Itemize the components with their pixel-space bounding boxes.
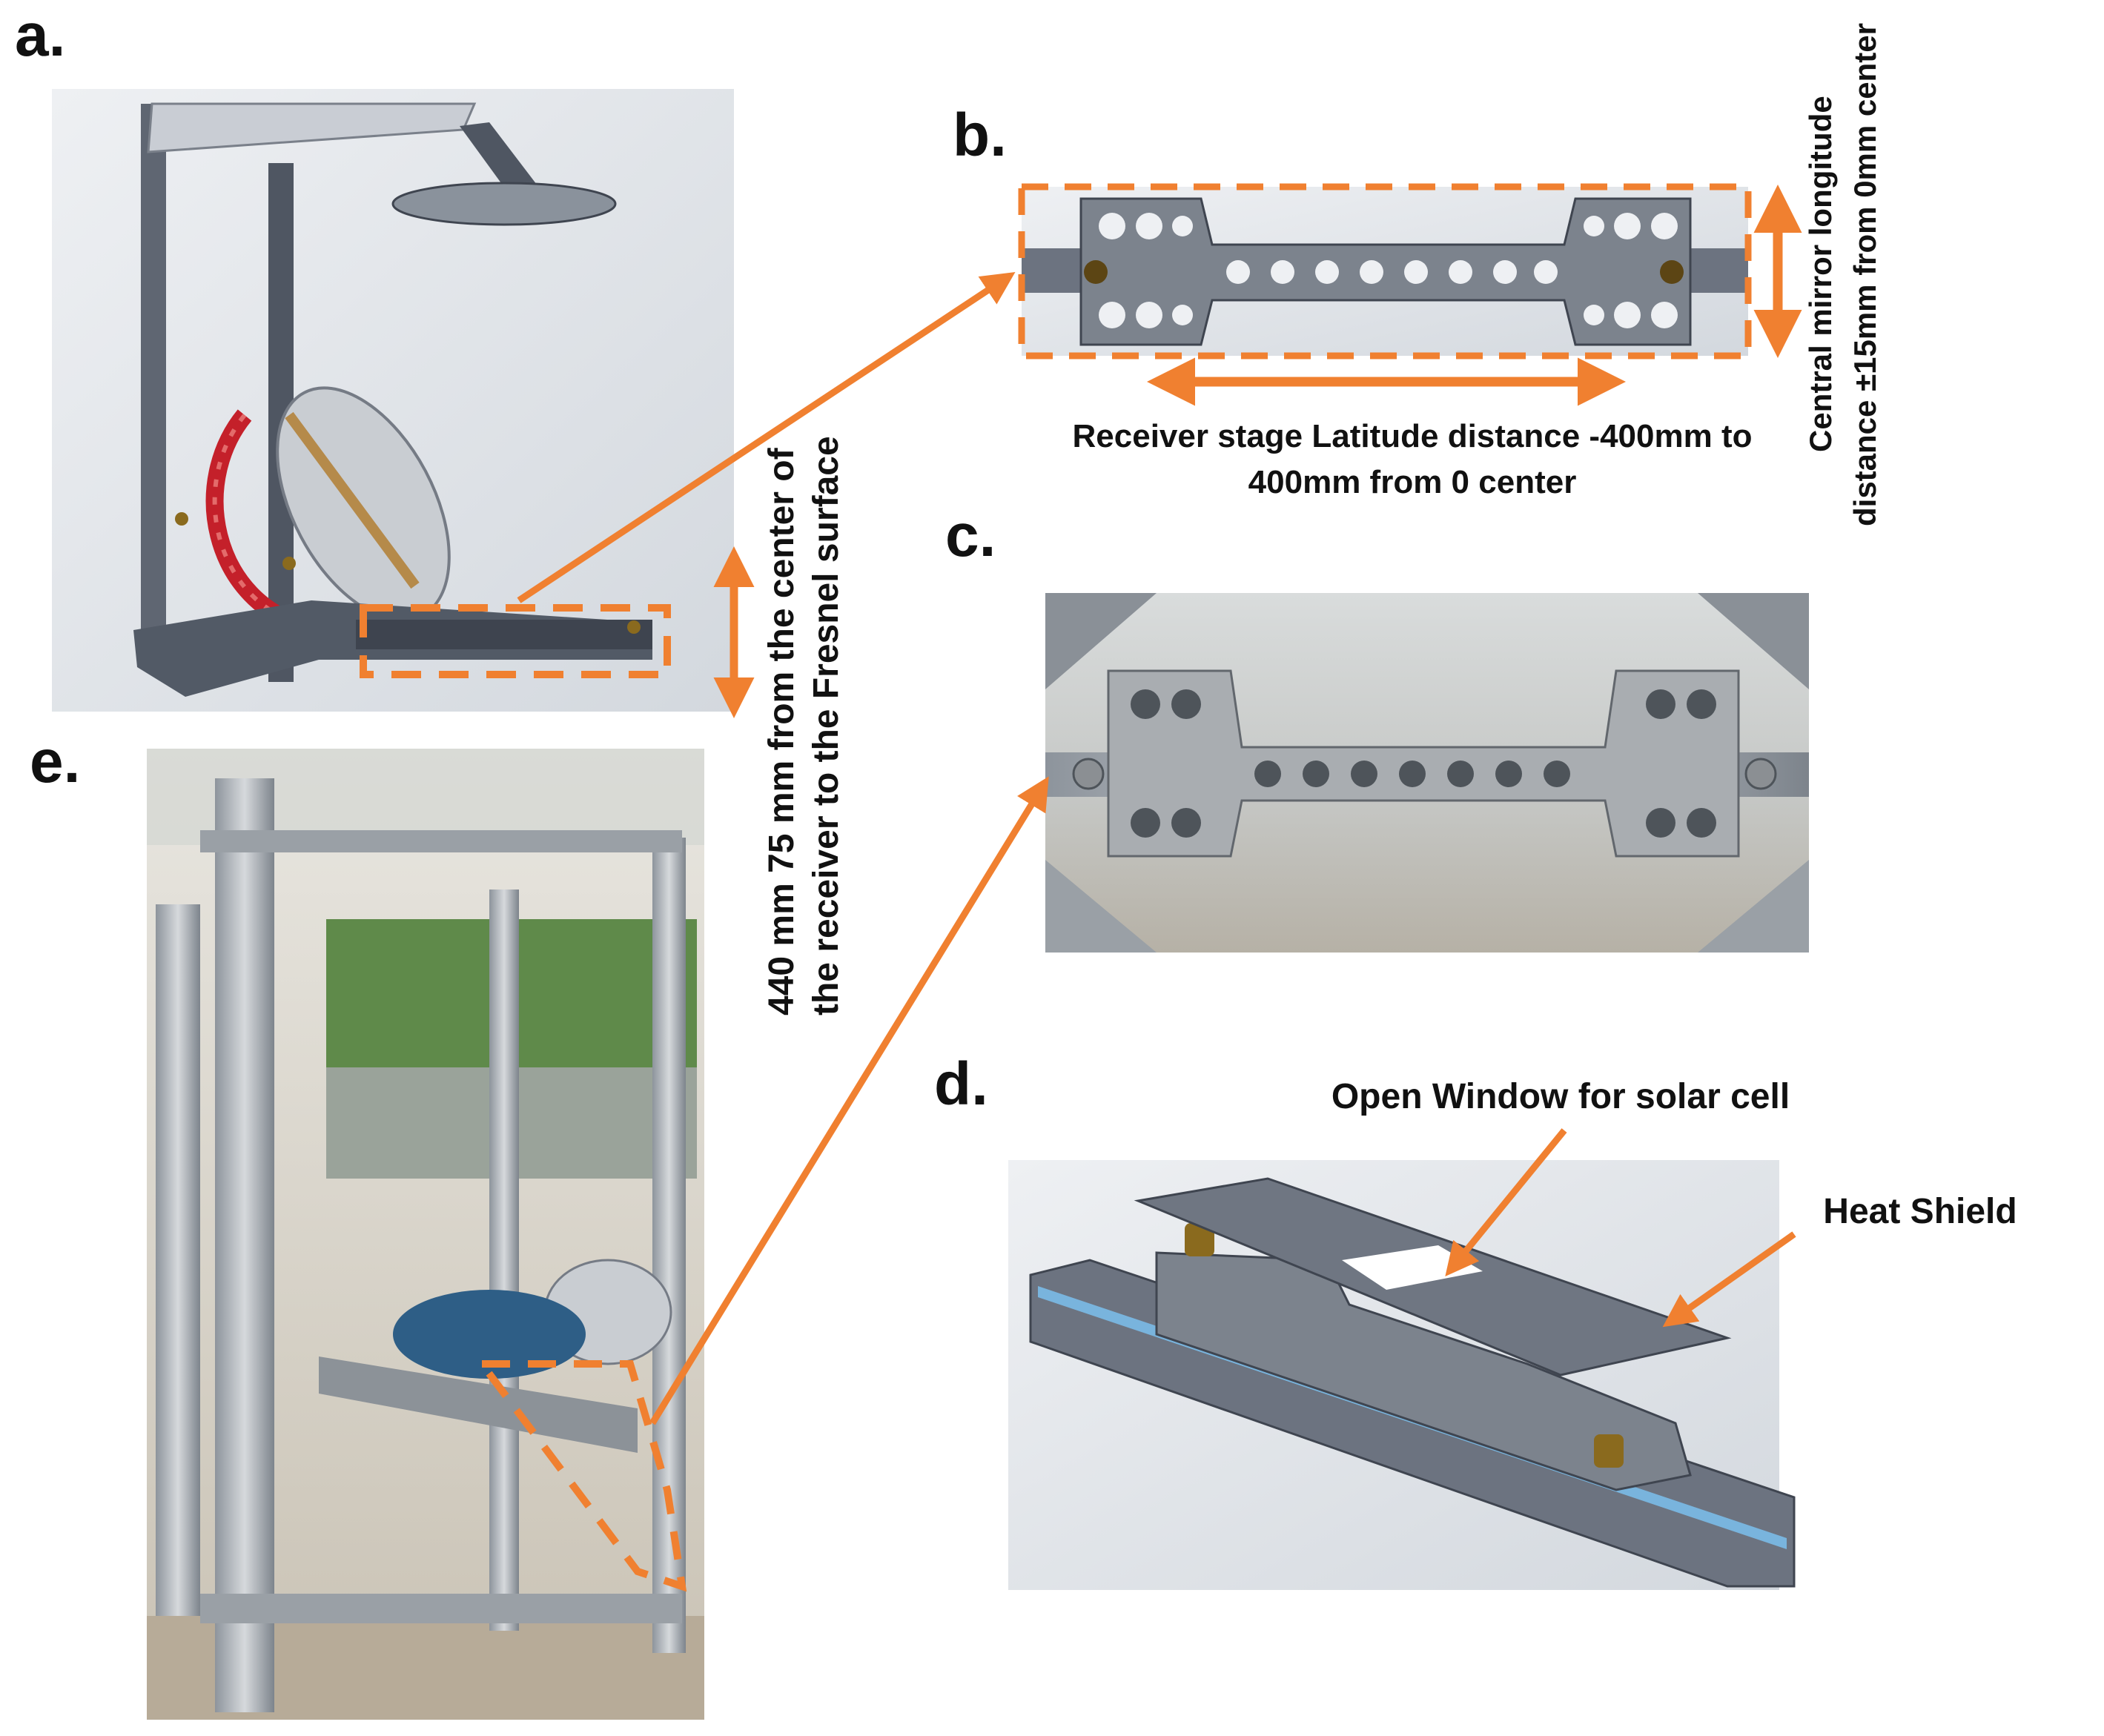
panel-c: c. [945, 502, 1809, 953]
top-rotation-disc [391, 182, 617, 226]
panel-c-letter: c. [945, 502, 996, 569]
heat-shield-label: Heat Shield [1823, 1192, 2017, 1231]
dashed-highlight-box [360, 604, 671, 678]
dashed-highlight-box [1018, 183, 1752, 360]
dashed-highlight-box [474, 1360, 687, 1592]
blue-dish [393, 1290, 586, 1379]
longitude-label-line2: distance ±15mm from 0mm center [1847, 23, 1882, 526]
photo-frame-posts [156, 778, 686, 1712]
stage-holes [1099, 213, 1678, 328]
panel-d-letter: d. [934, 1050, 988, 1118]
cad-rig-drawing [133, 102, 652, 697]
photo-plate-holes [1131, 689, 1716, 838]
panel-e: e. [30, 728, 1049, 1720]
brass-standoff [1594, 1434, 1624, 1468]
pointer-arrow-icon [1445, 1128, 1567, 1276]
pointer-arrow-icon [649, 776, 1049, 1425]
height-annotation-line1: 440 mm 75 mm from the center of [762, 447, 801, 1016]
panel-b: b. Receiver stage Latitude distance -400… [953, 23, 1882, 526]
receiver-rail [356, 620, 652, 649]
longitude-label-line1: Central mirror longitude [1803, 96, 1838, 452]
panel-d: d. Open Window for solar cell Heat Shiel… [934, 1050, 2017, 1590]
panel-a: a. 440 mm [15, 1, 1016, 1016]
brass-standoff [1185, 1223, 1214, 1256]
panel-e-letter: e. [30, 728, 80, 795]
stage-photo-plate [1107, 669, 1740, 858]
latitude-label-line1: Receiver stage Latitude distance -400mm … [1073, 418, 1753, 454]
photo-receiver-arm [319, 1356, 638, 1453]
height-annotation-line2: the receiver to the Fresnel surface [807, 436, 846, 1016]
pointer-arrow-icon [1662, 1231, 1796, 1328]
open-window-label: Open Window for solar cell [1331, 1077, 1790, 1116]
panel-a-letter: a. [15, 1, 65, 69]
mirror-wood-bar [285, 411, 420, 589]
pointer-arrow-icon [517, 272, 1016, 603]
latitude-label-line2: 400mm from 0 center [1248, 464, 1577, 500]
rear-post [141, 104, 166, 637]
panel-b-letter: b. [953, 102, 1007, 169]
receiver-stage-plate [1079, 197, 1692, 346]
